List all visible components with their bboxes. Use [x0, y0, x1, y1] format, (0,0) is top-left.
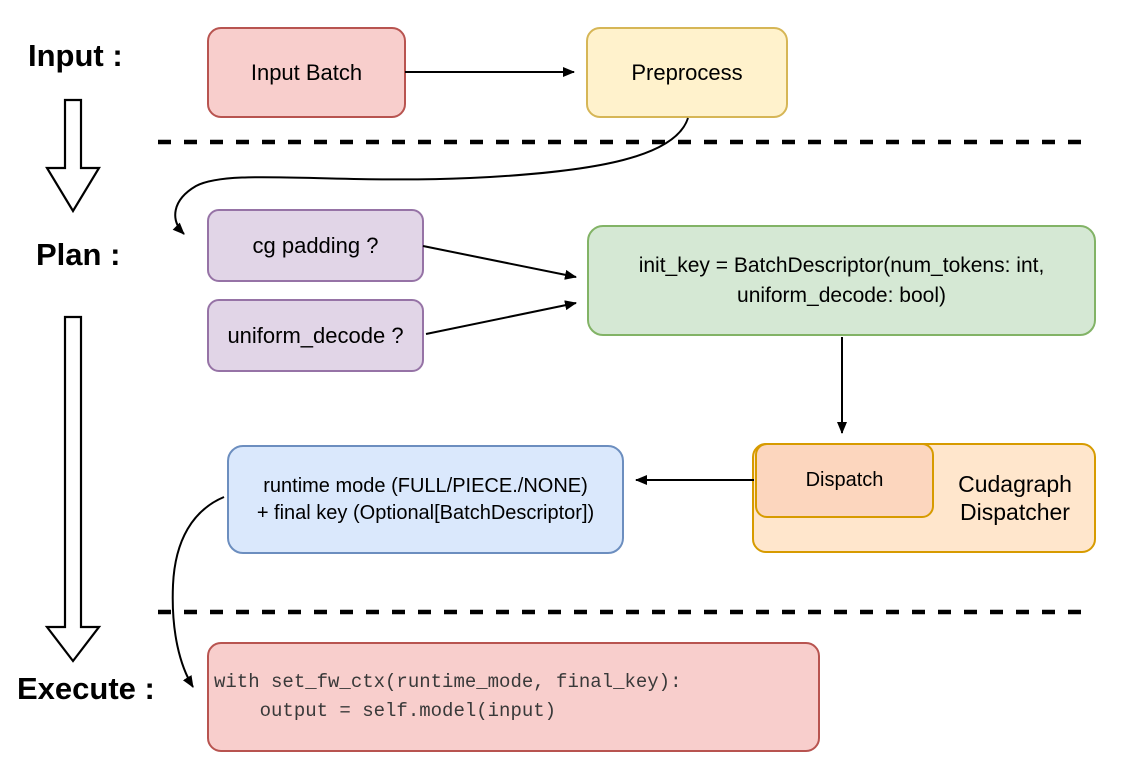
execute-code-line2: output = self.model(input): [214, 700, 557, 722]
dispatch-node: Dispatch: [755, 443, 934, 518]
cudagraph-line2: Dispatcher: [960, 499, 1070, 525]
input-to-plan-stage-arrow: [45, 98, 101, 214]
uniform-decode-node: uniform_decode ?: [207, 299, 424, 372]
preprocess-label: Preprocess: [631, 59, 743, 85]
cudagraph-line1: Cudagraph: [958, 471, 1072, 497]
cg-padding-node: cg padding ?: [207, 209, 424, 282]
init-key-node: init_key = BatchDescriptor(num_tokens: i…: [587, 225, 1096, 336]
dispatch-label: Dispatch: [805, 469, 884, 491]
init-key-line1: init_key = BatchDescriptor(num_tokens: i…: [638, 253, 1045, 277]
plan-stage-label: Plan :: [36, 237, 121, 272]
cudagraph-dispatcher-label: Cudagraph Dispatcher: [934, 443, 1096, 553]
execute-code-node: with set_fw_ctx(runtime_mode, final_key)…: [207, 642, 820, 752]
init-key-line2: uniform_decode: bool): [737, 283, 946, 307]
preprocess-node: Preprocess: [586, 27, 788, 118]
execute-stage-label: Execute :: [17, 671, 155, 706]
execute-code-line1: with set_fw_ctx(runtime_mode, final_key)…: [214, 671, 682, 693]
input-stage-label: Input :: [28, 38, 123, 73]
cg-padding-label: cg padding ?: [252, 232, 379, 258]
uniform-decode-label: uniform_decode ?: [227, 322, 404, 348]
runtime-mode-node: runtime mode (FULL/PIECE./NONE) + final …: [227, 445, 624, 554]
plan-to-execute-stage-arrow: [44, 315, 102, 663]
runtime-mode-line2: + final key (Optional[BatchDescriptor]): [256, 501, 595, 524]
input-batch-label: Input Batch: [250, 59, 363, 85]
runtime-mode-line1: runtime mode (FULL/PIECE./NONE): [263, 474, 588, 497]
edge-cg-padding-to-init-key: [422, 245, 577, 280]
input-batch-node: Input Batch: [207, 27, 406, 118]
edge-uniform-decode-to-init-key: [425, 300, 577, 335]
